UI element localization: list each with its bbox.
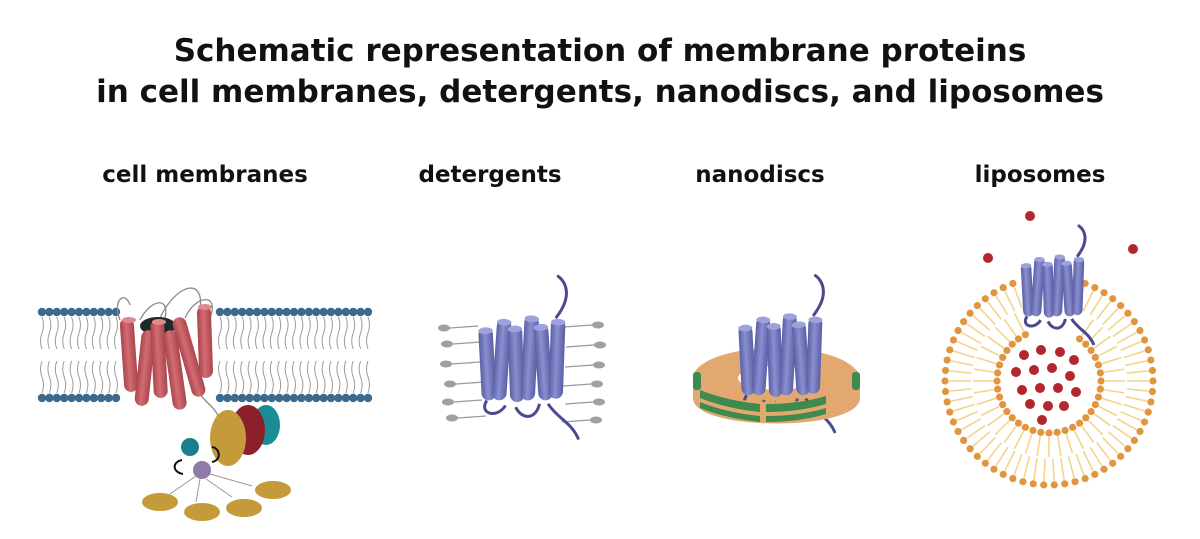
lipid-bilayer: [37, 307, 373, 403]
panel-label-detergents: detergents: [418, 162, 562, 188]
scaffold-protein-belt: [693, 372, 860, 422]
signal-arrows: [169, 473, 253, 503]
g-protein: [210, 405, 280, 466]
effector-proteins: [142, 481, 291, 521]
receptor-loops: [116, 287, 219, 431]
panel-label-nanodiscs: nanodiscs: [695, 162, 825, 188]
figure-title-line-1: Schematic representation of membrane pro…: [173, 33, 1027, 69]
liposome-bilayer: [941, 279, 1157, 489]
second-messengers: [173, 438, 220, 479]
detergent-panel: [438, 274, 606, 441]
panel-label-liposomes: liposomes: [974, 162, 1106, 188]
g-alpha-subunit: [210, 410, 246, 466]
blue-protein-liposome: [1020, 224, 1096, 346]
blue-protein-detergent: [478, 274, 580, 441]
figure-title-line-2: in cell membranes, detergents, nanodiscs…: [96, 74, 1104, 110]
encapsulated-cargo: [1011, 345, 1081, 425]
panel-label-cell-membranes: cell membranes: [102, 162, 308, 188]
messenger-teal: [181, 438, 199, 456]
cell-membrane-panel: [37, 287, 373, 521]
blue-protein-nanodisc: [738, 274, 837, 434]
liposome-panel: [941, 211, 1157, 489]
external-molecules: [983, 211, 1138, 263]
messenger-purple: [193, 461, 211, 479]
nanodisc-panel: [693, 274, 860, 434]
detergent-molecules: [438, 321, 606, 424]
red-receptor-helix-bundle: [119, 304, 214, 410]
